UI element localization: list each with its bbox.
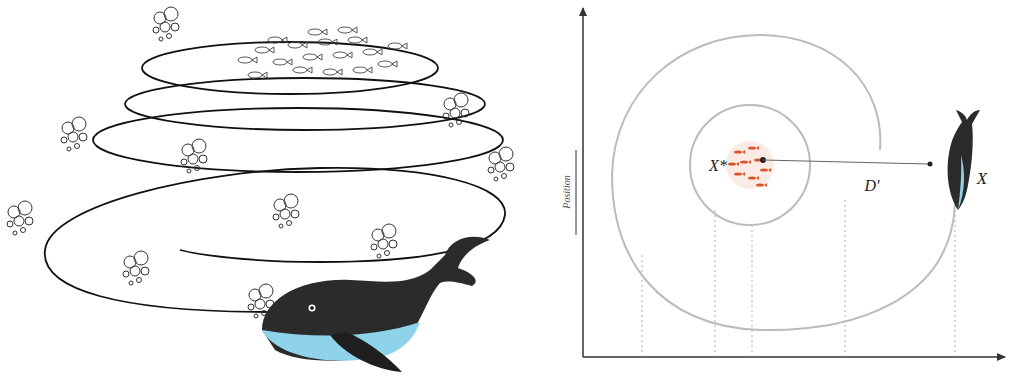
distance-arrow: [763, 160, 933, 167]
spiral-path: [612, 35, 955, 330]
projection-lines: [642, 200, 955, 357]
diving-whale: [948, 110, 980, 210]
whale-figure: [262, 237, 490, 372]
axis-label: Position: [562, 175, 572, 208]
point-label: X: [977, 170, 987, 187]
distance-label: D': [865, 178, 880, 194]
prey-school: [726, 141, 774, 189]
axes: [576, 8, 1005, 357]
fish-school: [238, 27, 407, 78]
point-label: X*: [709, 158, 727, 174]
